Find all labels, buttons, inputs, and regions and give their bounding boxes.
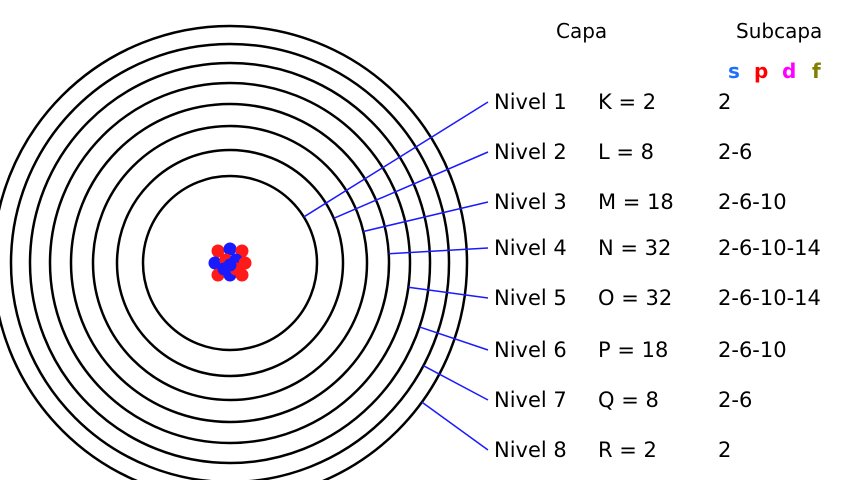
level-label: Nivel 7	[494, 388, 567, 412]
orbit-ring-2	[115, 148, 345, 378]
orbit-ring-1	[141, 174, 319, 352]
subshell-distribution: 2-6-10-14	[718, 286, 821, 310]
subshell-header: Subcapa	[736, 19, 822, 43]
level-label: Nivel 8	[494, 438, 567, 462]
subshell-distribution: 2-6	[718, 388, 752, 412]
shell-capacity: L = 8	[598, 140, 654, 164]
subshell-distribution: 2-6-10-14	[718, 236, 821, 260]
shell-capacity: K = 2	[598, 90, 656, 114]
leader-line-8	[421, 401, 489, 451]
level-label: Nivel 4	[494, 236, 567, 260]
shell-capacity: M = 18	[598, 190, 674, 214]
leader-line-2	[333, 151, 489, 220]
leader-line-1	[303, 101, 489, 218]
leader-line-3	[363, 201, 489, 233]
leader-lines	[303, 101, 489, 451]
subshell-distribution: 2-6	[718, 140, 752, 164]
shell-capacity: R = 2	[598, 438, 657, 462]
shell-capacity: P = 18	[598, 338, 668, 362]
subshell-letter-f: f	[812, 59, 821, 83]
leader-line-4	[388, 247, 489, 255]
orbit-ring-6	[28, 61, 432, 465]
neutron	[223, 242, 237, 256]
level-label: Nivel 6	[494, 338, 567, 362]
subshell-distribution: 2-6-10	[718, 338, 787, 362]
orbit-ring-7	[9, 42, 451, 480]
orbit-ring-8	[0, 24, 469, 480]
level-label: Nivel 3	[494, 190, 567, 214]
subshell-distribution: 2-6-10	[718, 190, 787, 214]
orbit-ring-3	[91, 124, 369, 402]
shell-header: Capa	[556, 19, 607, 43]
proton	[211, 244, 225, 258]
subshell-letter-p: p	[754, 59, 768, 83]
orbit-rings	[0, 24, 469, 480]
subshell-distribution: 2	[718, 90, 731, 114]
leader-line-7	[423, 365, 489, 401]
nucleus	[208, 242, 252, 282]
subshell-letter-d: d	[782, 59, 796, 83]
shell-capacity: Q = 8	[598, 388, 659, 412]
shell-capacity: O = 32	[598, 286, 672, 310]
level-label: Nivel 5	[494, 286, 567, 310]
orbit-ring-4	[69, 102, 391, 424]
neutron	[223, 258, 237, 272]
leader-line-6	[419, 326, 489, 351]
leader-line-5	[408, 286, 489, 299]
shell-capacity: N = 32	[598, 236, 671, 260]
subshell-distribution: 2	[718, 438, 731, 462]
subshell-letter-s: s	[728, 59, 740, 83]
level-label: Nivel 2	[494, 140, 567, 164]
level-label: Nivel 1	[494, 90, 567, 114]
orbit-ring-5	[48, 81, 412, 445]
